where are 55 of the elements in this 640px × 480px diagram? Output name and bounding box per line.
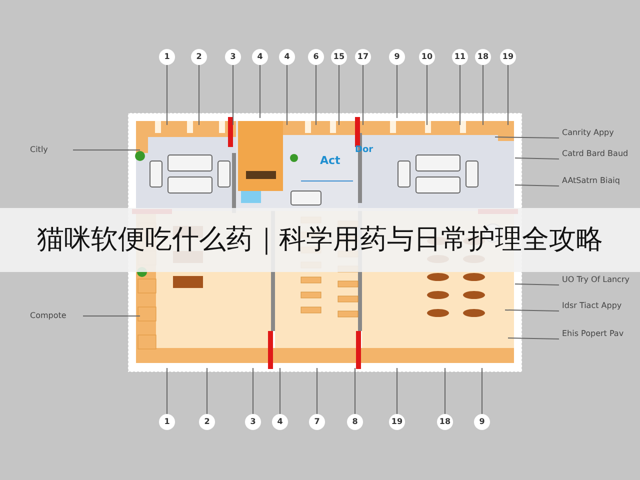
leader-line (166, 64, 168, 126)
callout-number: 9 (474, 414, 490, 430)
callout-number: 4 (272, 414, 288, 430)
leader-line (198, 64, 200, 126)
callout-label: UO Try Of Lancry (562, 275, 634, 295)
callout-number: 10 (419, 49, 435, 65)
callout-number: 3 (225, 49, 241, 65)
title-banner: 猫咪软便吃什么药｜科学用药与日常护理全攻略 (0, 208, 640, 272)
callout-number: 19 (500, 49, 516, 65)
callout-label: Citly (30, 143, 70, 157)
leader-line (508, 338, 560, 340)
leader-line (362, 64, 364, 126)
leader-line (396, 368, 398, 414)
callout-number: 2 (191, 49, 207, 65)
callout-number: 6 (308, 49, 324, 65)
callout-number: 4 (252, 49, 268, 65)
leader-line (206, 368, 208, 414)
callout-number: 11 (452, 49, 468, 65)
callout-number: 18 (437, 414, 453, 430)
leader-line (354, 368, 356, 414)
callout-label: Ehis Popert Pav (562, 329, 634, 349)
leader-line (232, 64, 234, 126)
callout-number: 8 (347, 414, 363, 430)
leader-line (252, 368, 254, 414)
leader-line (286, 64, 288, 126)
leader-line (444, 368, 446, 414)
room-label: Act (320, 155, 340, 166)
callout-label: Compote (30, 309, 80, 323)
leader-line (426, 64, 428, 126)
leader-line (166, 368, 168, 414)
callout-number: 9 (389, 49, 405, 65)
callout-number: 1 (159, 49, 175, 65)
leader-line (482, 64, 484, 126)
leader-line (514, 158, 560, 160)
callout-number: 7 (309, 414, 325, 430)
room-label: Dor (355, 146, 374, 155)
leader-line (514, 184, 560, 186)
callout-number: 15 (331, 49, 347, 65)
callout-label: Canrity Appy (562, 128, 634, 148)
leader-line (396, 64, 398, 118)
callout-number: 4 (279, 49, 295, 65)
leader-line (504, 310, 560, 312)
callout-number: 18 (475, 49, 491, 65)
callout-label: Catrd Bard Baud (562, 149, 634, 169)
callout-number: 17 (355, 49, 371, 65)
leader-line (338, 64, 340, 126)
callout-label: AAtSatrn Biaiq (562, 176, 634, 196)
leader-line (514, 284, 560, 286)
leader-line (316, 368, 318, 414)
callout-number: 1 (159, 414, 175, 430)
leader-line (494, 136, 560, 138)
callout-label: Idsr Tiact Appy (562, 301, 634, 321)
callout-number: 2 (199, 414, 215, 430)
callout-number: 19 (389, 414, 405, 430)
callout-number: 3 (245, 414, 261, 430)
